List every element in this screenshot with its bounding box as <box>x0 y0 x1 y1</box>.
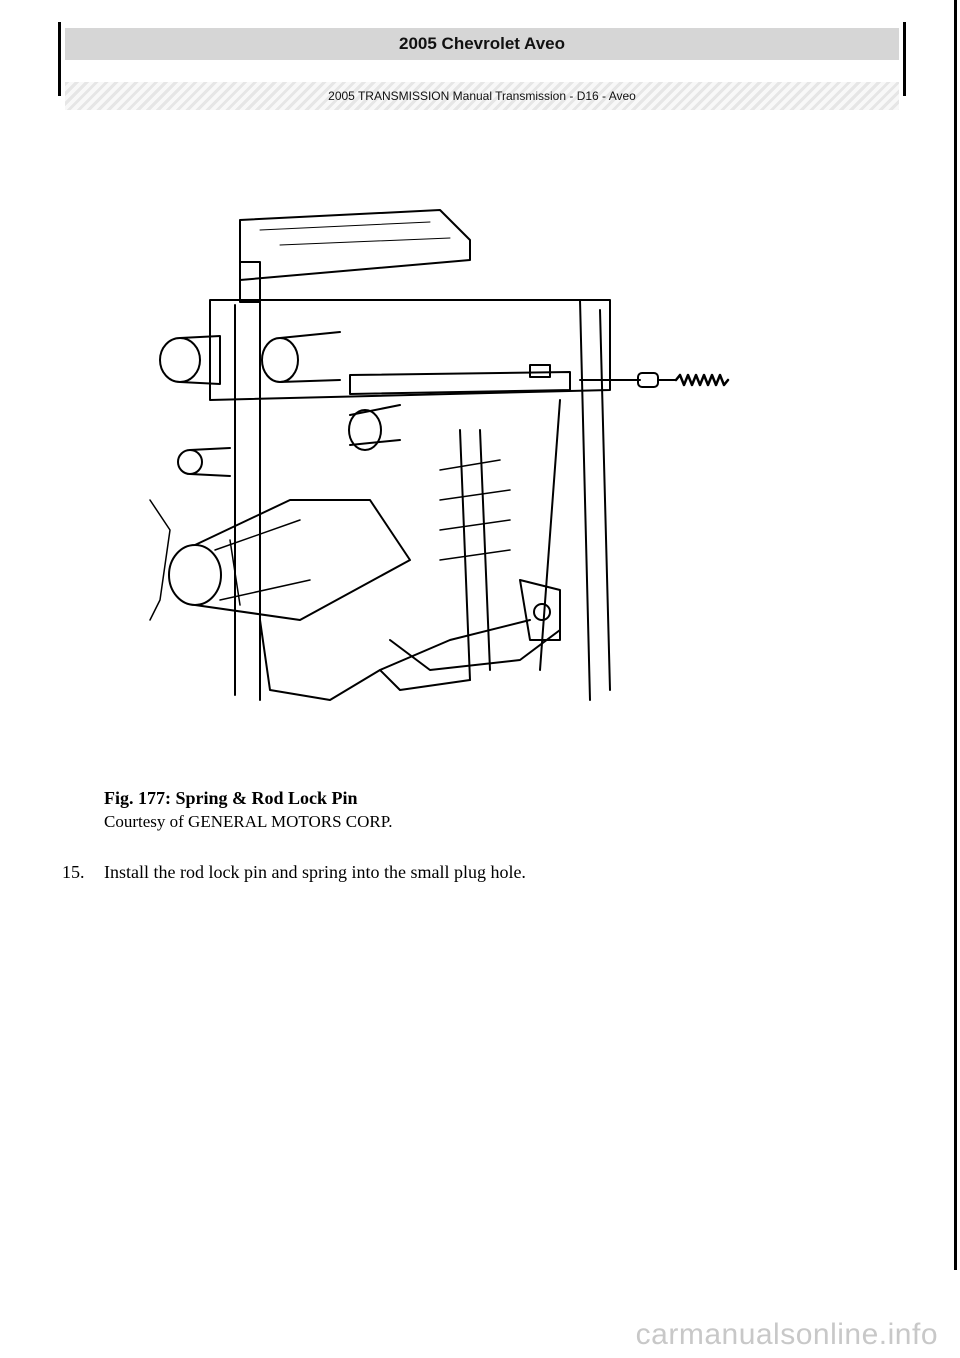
watermark-text: carmanualsonline.info <box>635 1318 938 1351</box>
caption-credit: Courtesy of GENERAL MOTORS CORP. <box>104 812 393 831</box>
header-subtitle: 2005 TRANSMISSION Manual Transmission - … <box>65 82 899 110</box>
instruction-step: 15. Install the rod lock pin and spring i… <box>62 860 526 884</box>
caption-title: Fig. 177: Spring & Rod Lock Pin <box>104 788 358 808</box>
step-text: Install the rod lock pin and spring into… <box>104 862 526 882</box>
figure-caption: Fig. 177: Spring & Rod Lock Pin Courtesy… <box>104 786 393 834</box>
header-title: 2005 Chevrolet Aveo <box>65 28 899 60</box>
page-header: 2005 Chevrolet Aveo 2005 TRANSMISSION Ma… <box>58 22 906 110</box>
transmission-illustration <box>140 200 780 720</box>
right-margin-rule <box>954 0 957 1270</box>
step-number: 15. <box>62 862 85 882</box>
